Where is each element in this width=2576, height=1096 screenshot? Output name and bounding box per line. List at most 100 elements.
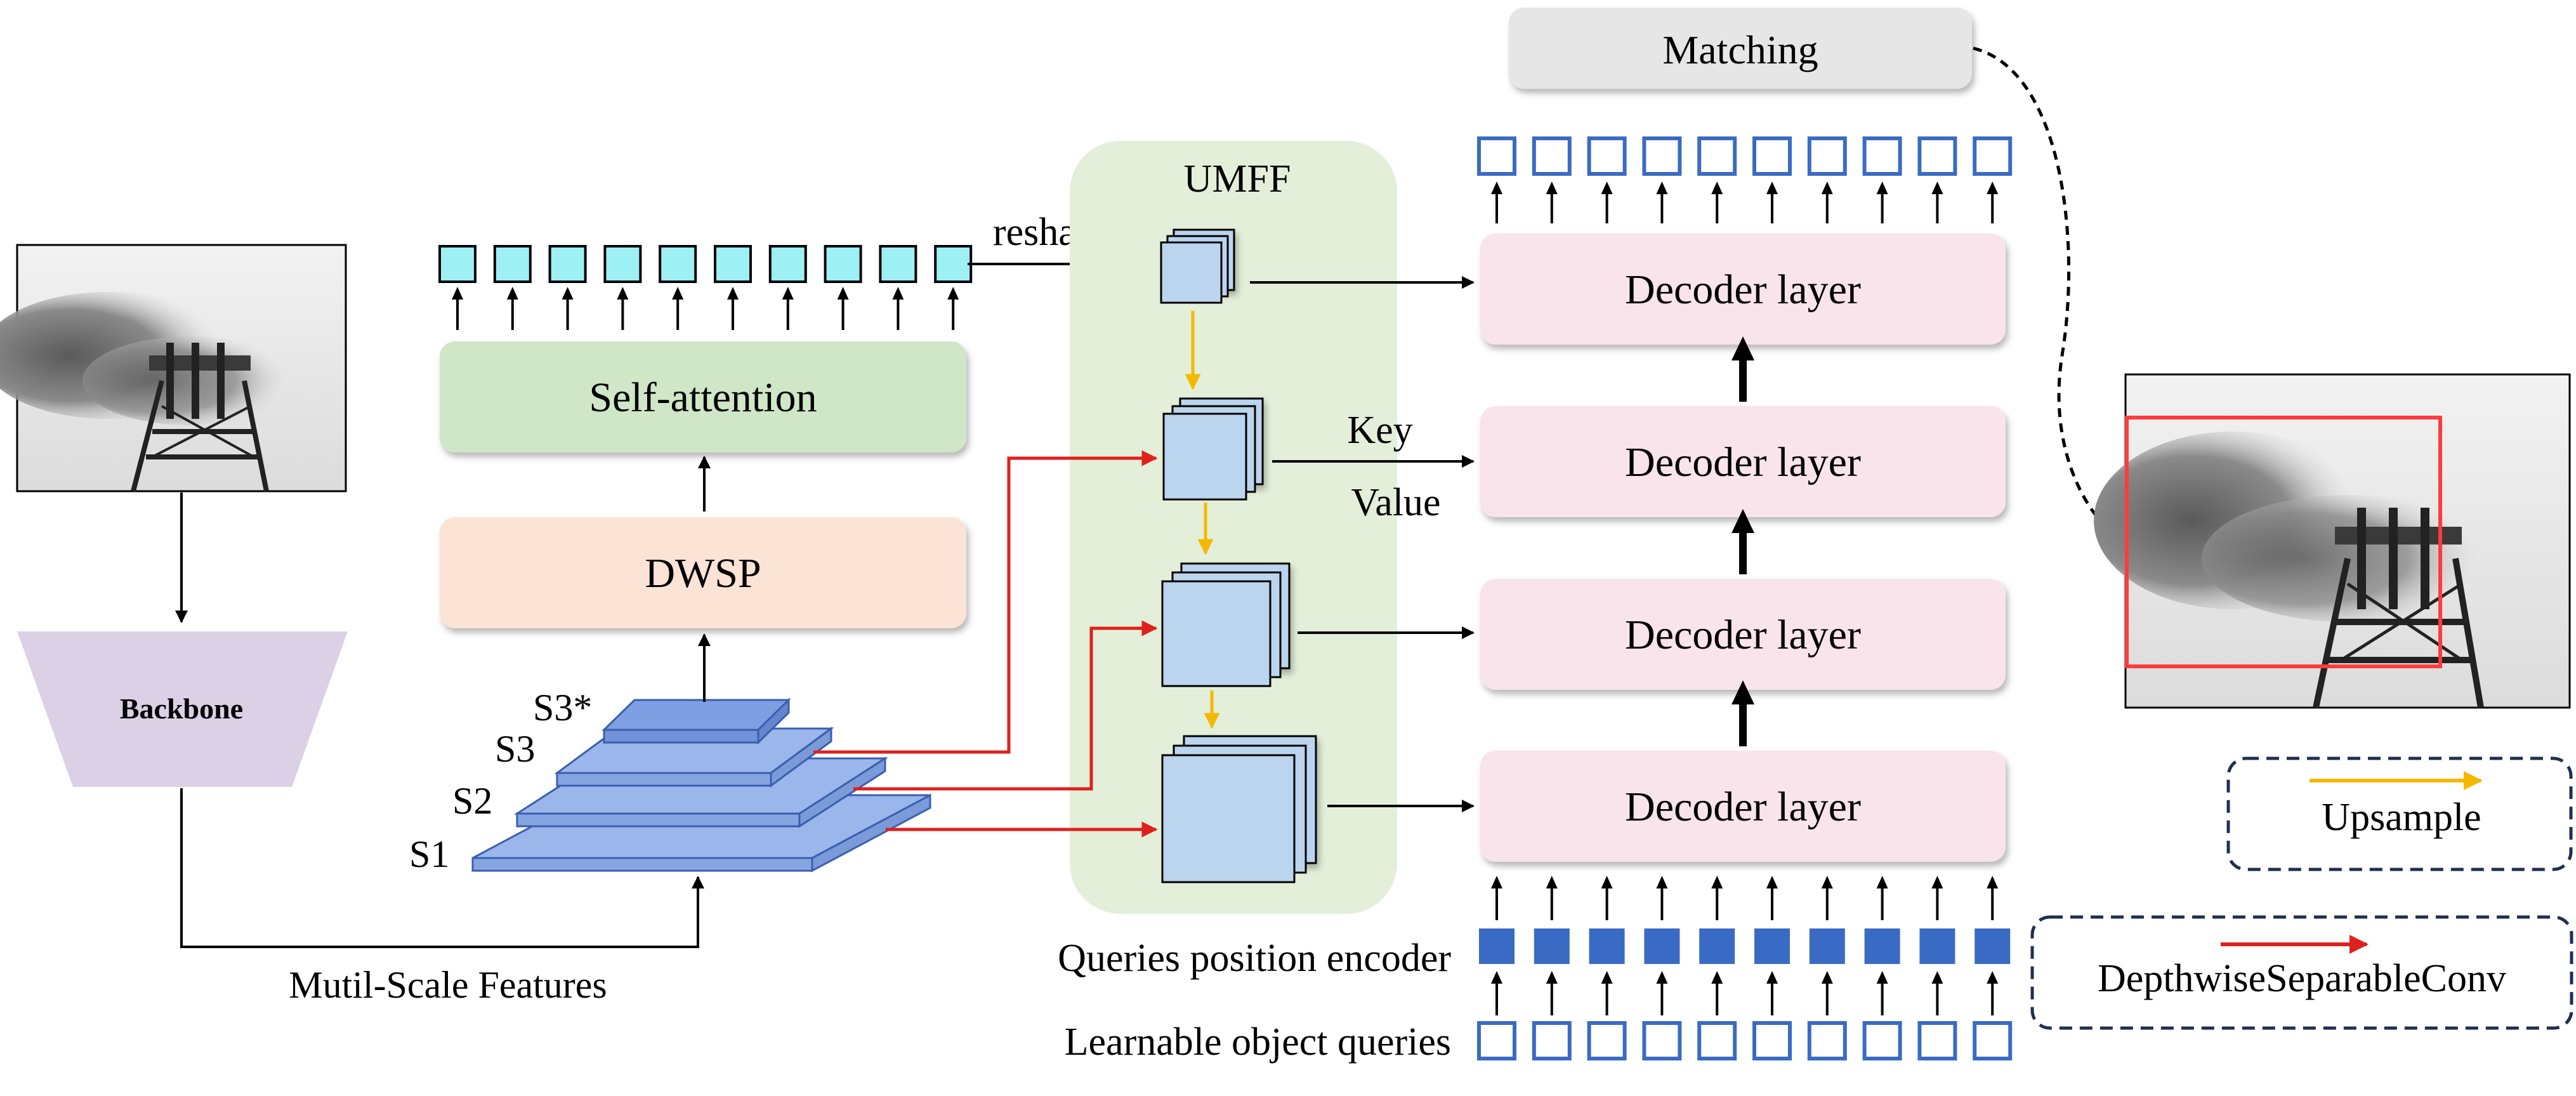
cyan-token xyxy=(768,245,807,283)
up-arrow-head xyxy=(452,287,463,300)
up-arrow-head xyxy=(1711,876,1723,888)
up-arrow-head xyxy=(672,287,684,300)
tower-structure xyxy=(131,343,269,492)
cyan-token xyxy=(659,245,697,283)
up-arrow-head xyxy=(782,287,794,300)
self-attention-tokens xyxy=(438,245,973,330)
up-arrow-head xyxy=(837,287,849,300)
decoder-layer-label: Decoder layer xyxy=(1625,439,1861,485)
output-token xyxy=(1862,136,1902,176)
feature-map-stack-2 xyxy=(1162,397,1264,501)
umff-block: UMFF xyxy=(1070,141,1397,914)
queries-position-encoder-label: Queries position encoder xyxy=(1058,937,1451,980)
up-arrow-head xyxy=(562,287,574,300)
position-encoder-token xyxy=(1754,928,1790,964)
feature-map-stack-1 xyxy=(1160,228,1235,304)
key-label: Key xyxy=(1347,409,1412,452)
dwsp-label: DWSP xyxy=(645,550,761,597)
object-query-token xyxy=(1642,1021,1682,1060)
up-arrow-head xyxy=(1491,971,1502,984)
decoder-layer-2: Decoder layer xyxy=(1480,579,2006,690)
tower-structure xyxy=(2313,508,2484,709)
self-attention-label: Self-attention xyxy=(589,374,817,421)
up-arrow-head xyxy=(1931,971,1943,984)
label-s3-star: S3* xyxy=(533,687,592,729)
cyan-token xyxy=(934,245,973,283)
output-token xyxy=(1477,136,1516,176)
input-image xyxy=(0,244,347,492)
value-label: Value xyxy=(1351,481,1440,524)
output-token xyxy=(1642,136,1682,176)
query-token-rows xyxy=(1477,136,2013,1060)
feature-map-stack-3 xyxy=(1161,562,1291,687)
up-arrow-head xyxy=(1711,971,1723,984)
arrow-backbone-to-pyramid xyxy=(180,788,704,948)
feature-map-stack-4 xyxy=(1161,735,1317,883)
legend-upsample-label: Upsample xyxy=(2322,796,2481,839)
up-arrow-head xyxy=(1987,182,1999,194)
object-query-token xyxy=(1532,1021,1572,1060)
cyan-token xyxy=(714,245,752,283)
output-token xyxy=(1587,136,1627,176)
object-query-token xyxy=(1807,1021,1847,1060)
object-query-token xyxy=(1587,1021,1627,1060)
label-s1: S1 xyxy=(409,833,449,875)
legend-depthwise-label: DepthwiseSeparableConv xyxy=(2098,957,2506,1000)
backbone-block: Backbone xyxy=(17,631,348,787)
pyramid-s3-star xyxy=(601,697,791,745)
multi-scale-label: Mutil-Scale Features xyxy=(289,964,607,1006)
cyan-token xyxy=(824,245,862,283)
up-arrow-head xyxy=(1987,876,1999,888)
position-encoder-token xyxy=(1589,928,1625,964)
conv-arrow-s2 xyxy=(853,620,1158,791)
up-arrow-head xyxy=(1711,182,1723,194)
cyan-token xyxy=(548,245,587,283)
up-arrow-head xyxy=(1601,182,1613,194)
decoder-layer-label: Decoder layer xyxy=(1625,267,1861,313)
object-query-token xyxy=(1477,1021,1516,1060)
position-encoder-token xyxy=(1975,928,2011,964)
up-arrow-head xyxy=(1766,971,1778,984)
decoder-layer-1: Decoder layer xyxy=(1480,751,2006,862)
backbone-label: Backbone xyxy=(120,692,243,725)
output-token xyxy=(1917,136,1957,176)
object-query-token xyxy=(1697,1021,1737,1060)
up-arrow-head xyxy=(1491,182,1502,194)
up-arrow-head xyxy=(947,287,959,300)
up-arrow-head xyxy=(892,287,904,300)
up-arrow-head xyxy=(1876,971,1888,984)
dwsp-block: DWSP xyxy=(440,517,966,628)
up-arrow-head xyxy=(1656,182,1668,194)
output-image xyxy=(2094,373,2571,709)
up-arrow-head xyxy=(1931,876,1943,888)
up-arrow-head xyxy=(1821,876,1833,888)
position-encoder-token xyxy=(1479,928,1515,964)
decoder-layer-label: Decoder layer xyxy=(1625,784,1861,830)
up-arrow-head xyxy=(1601,971,1613,984)
up-arrow-head xyxy=(1656,971,1668,984)
cyan-token xyxy=(603,245,642,283)
output-token xyxy=(1973,136,2013,176)
object-query-token xyxy=(1862,1021,1902,1060)
up-arrow-head xyxy=(1766,182,1778,194)
output-token xyxy=(1807,136,1847,176)
conv-arrow-s3 xyxy=(813,450,1158,754)
self-attention-block: Self-attention xyxy=(440,341,966,452)
up-arrow-head xyxy=(617,287,629,300)
detection-box xyxy=(2125,416,2442,668)
legend-depthwise: DepthwiseSeparableConv xyxy=(2030,915,2573,1030)
feature-pyramid: S1 S2 S3 S3* xyxy=(409,687,931,875)
learnable-object-queries-label: Learnable object queries xyxy=(1065,1020,1451,1064)
position-encoder-token xyxy=(1644,928,1680,964)
up-arrow-head xyxy=(506,287,518,300)
up-arrow-head xyxy=(1601,876,1613,888)
up-arrow-head xyxy=(1987,971,1999,984)
position-encoder-token xyxy=(1534,928,1570,964)
position-encoder-token xyxy=(1919,928,1955,964)
matching-dashed-arrow xyxy=(1973,46,2129,545)
position-encoder-token xyxy=(1699,928,1735,964)
matching-block: Matching xyxy=(1509,8,1972,89)
legend-upsample: Upsample xyxy=(2226,756,2573,871)
up-arrow-head xyxy=(1821,971,1833,984)
up-arrow-head xyxy=(1931,182,1943,194)
